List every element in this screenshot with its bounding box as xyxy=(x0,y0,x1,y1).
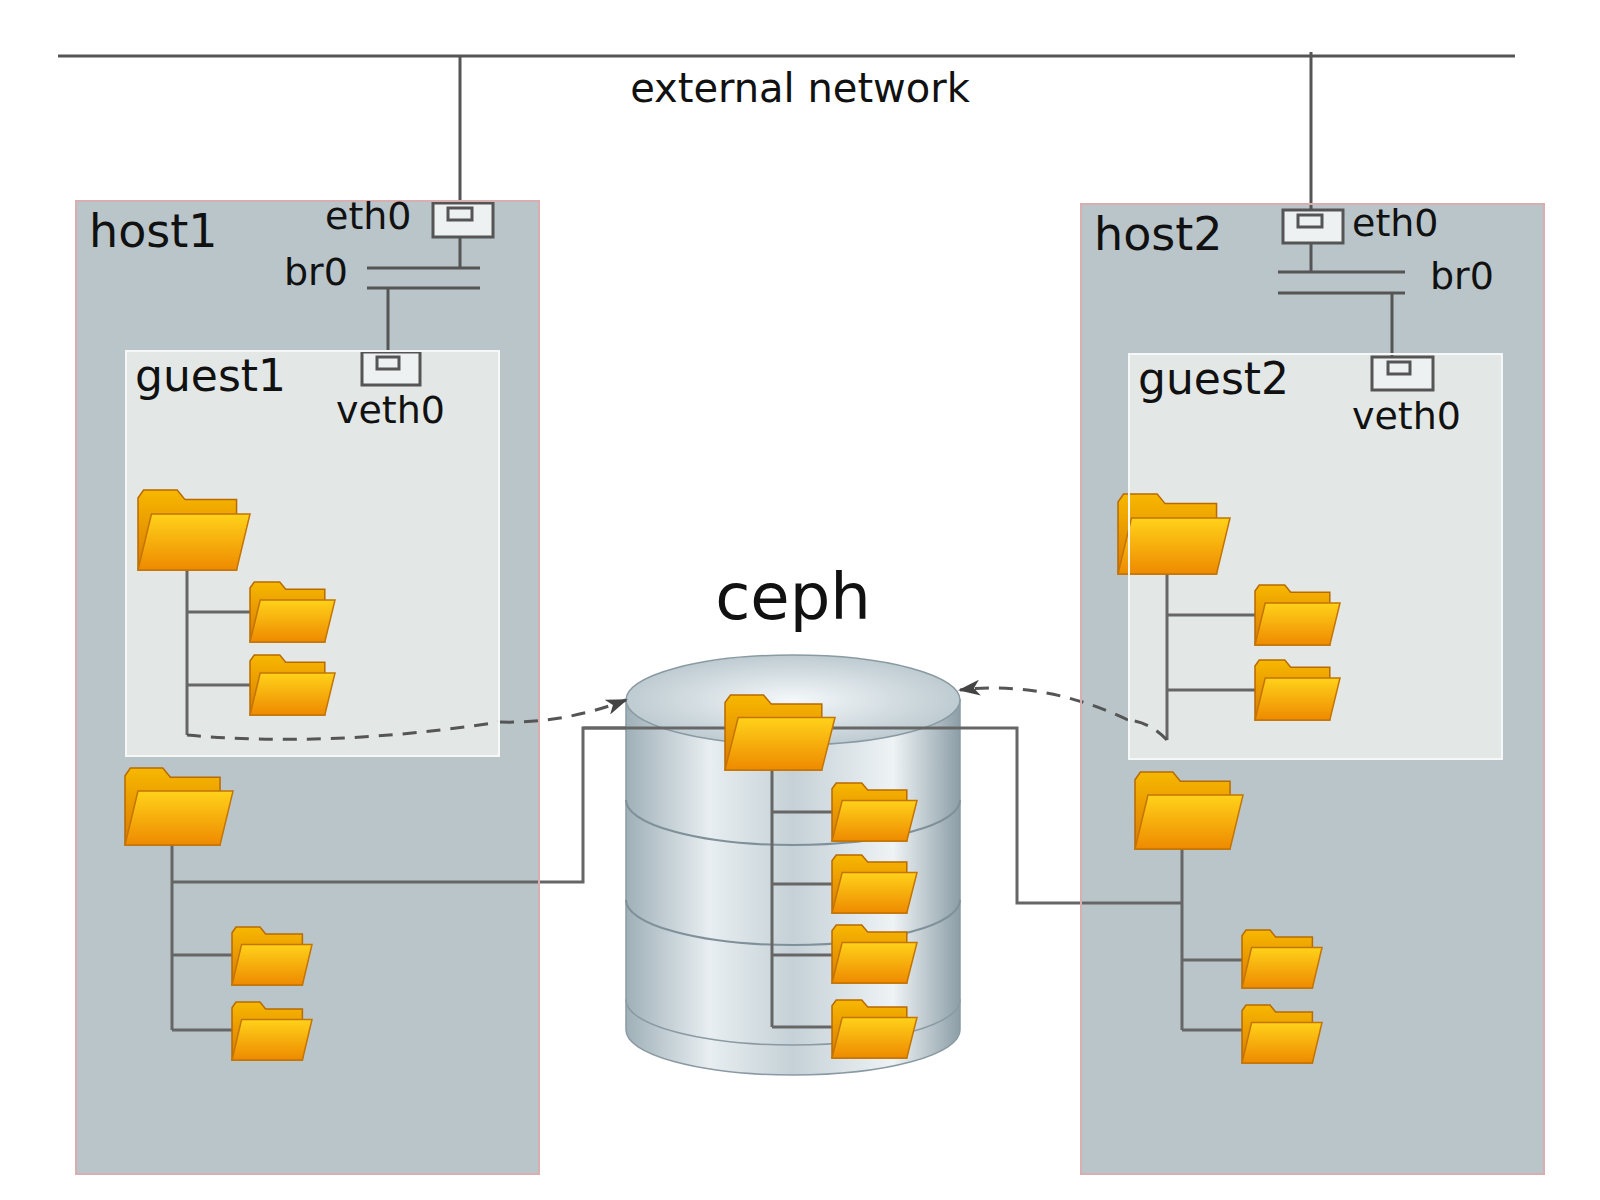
storage-link xyxy=(960,728,1080,903)
folder-front xyxy=(832,800,917,841)
node-title: ceph xyxy=(715,562,871,632)
node-title: guest1 xyxy=(135,352,286,400)
storage-cylinder xyxy=(626,655,960,1075)
mount-arrow xyxy=(500,700,626,722)
network-wires xyxy=(58,52,1515,360)
folder-front xyxy=(1255,678,1340,720)
folder-front xyxy=(1242,947,1322,988)
folder-front xyxy=(832,1017,917,1058)
folder-front xyxy=(250,600,335,642)
folder-front xyxy=(1255,603,1340,645)
folder-front xyxy=(1118,518,1230,574)
guest-ground xyxy=(125,350,500,757)
node-title: host1 xyxy=(89,206,218,257)
folder-front xyxy=(232,944,312,985)
host-box: host2 guest2 xyxy=(1080,203,1545,1175)
interface-label: veth0 xyxy=(336,390,445,432)
host-ground xyxy=(75,200,540,1175)
node-title: guest2 xyxy=(1138,355,1289,403)
folder-front xyxy=(1135,795,1243,849)
mount-arrow xyxy=(960,688,1128,720)
folder-front xyxy=(232,1019,312,1060)
folder-front xyxy=(832,942,917,983)
folder-front xyxy=(832,872,917,913)
storage-node: ceph xyxy=(626,560,960,1080)
bridge-label: br0 xyxy=(1430,256,1494,298)
bridge-label: br0 xyxy=(284,252,348,294)
network-label: external network xyxy=(630,66,970,110)
folder-front xyxy=(125,791,233,845)
folder-front xyxy=(1242,1022,1322,1063)
folder-front xyxy=(725,718,835,771)
node-title: host2 xyxy=(1094,209,1223,260)
interface-label: eth0 xyxy=(1352,203,1439,245)
folder-tree-lines xyxy=(172,570,1255,1030)
dashed-links xyxy=(187,720,1167,740)
interface-label: veth0 xyxy=(1352,396,1461,438)
folder-front xyxy=(250,673,335,715)
storage-link xyxy=(540,728,626,882)
folder-icons xyxy=(125,490,1340,1063)
host-box: host1 guest1 xyxy=(75,200,540,1175)
interface-label: eth0 xyxy=(325,196,412,238)
folder-front xyxy=(138,514,250,570)
host-ground xyxy=(1080,203,1545,1175)
